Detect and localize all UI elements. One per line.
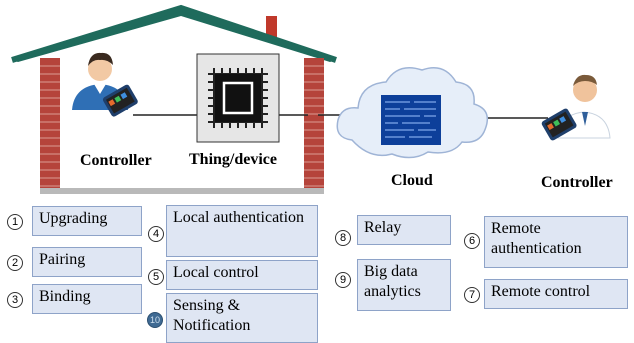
floor xyxy=(40,188,324,194)
chimney xyxy=(266,16,277,38)
device-label: Thing/device xyxy=(189,151,278,168)
number-badge-9: 9 xyxy=(335,272,351,288)
function-label: Remote authentication xyxy=(491,220,582,257)
chip-icon xyxy=(196,53,280,143)
remote-controller-label: Controller xyxy=(541,174,613,191)
remote-person-with-phone-icon xyxy=(541,74,611,141)
left-wall xyxy=(40,58,60,193)
function-box-upgrading: Upgrading xyxy=(32,206,142,236)
number-badge-7: 7 xyxy=(464,287,480,303)
number-badge-8: 8 xyxy=(335,230,351,246)
number-badge-1: 1 xyxy=(7,214,23,230)
function-box-pairing: Pairing xyxy=(32,247,142,277)
number-badge-6: 6 xyxy=(464,233,480,249)
function-label: Relay xyxy=(364,219,402,236)
left-controller-label: Controller xyxy=(80,152,152,169)
house-diagram xyxy=(11,4,611,194)
function-box-binding: Binding xyxy=(32,284,142,314)
person-with-phone-icon xyxy=(72,52,138,117)
number-badge-3: 3 xyxy=(7,292,23,308)
number-badge-4: 4 xyxy=(148,226,164,242)
cloud-icon xyxy=(336,67,489,159)
function-label: Sensing & Notification xyxy=(173,297,251,334)
function-box-local-control: Local control xyxy=(166,260,318,290)
number-badge-5: 5 xyxy=(148,269,164,285)
function-box-relay: Relay xyxy=(357,215,451,245)
function-box-local-authentication: Local authentication xyxy=(166,205,318,257)
function-label: Upgrading xyxy=(39,210,108,227)
function-label: Pairing xyxy=(39,251,86,268)
function-label: Local authentication xyxy=(173,209,305,226)
number-badge-2: 2 xyxy=(7,255,23,271)
function-box-big-data-analytics: Big data analytics xyxy=(357,259,451,311)
function-label: Remote control xyxy=(491,283,591,300)
function-box-remote-authentication: Remote authentication xyxy=(484,216,628,268)
function-box-sensing-notification: Sensing & Notification xyxy=(166,293,318,343)
number-badge-10: 10 xyxy=(147,312,163,328)
roof xyxy=(12,8,336,62)
function-label: Binding xyxy=(39,288,91,305)
function-label: Local control xyxy=(173,264,259,281)
function-box-remote-control: Remote control xyxy=(484,279,628,309)
cloud-label: Cloud xyxy=(391,172,433,189)
function-label: Big data analytics xyxy=(364,263,421,300)
right-wall xyxy=(304,58,324,193)
